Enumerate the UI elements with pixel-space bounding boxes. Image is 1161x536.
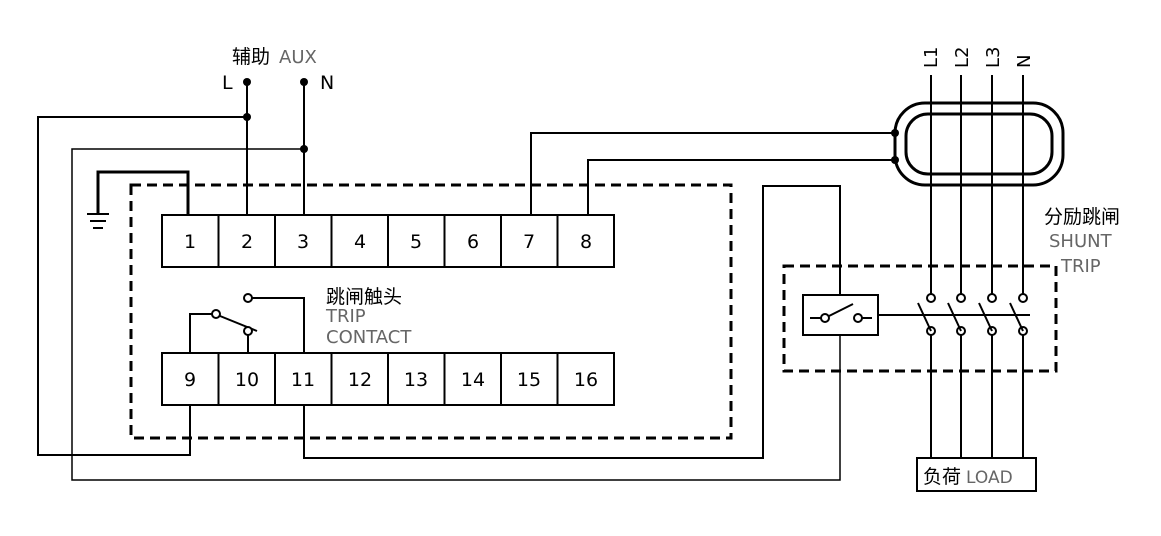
terminal-1: 1 xyxy=(184,231,196,253)
shunt-trip-coil xyxy=(802,294,879,336)
load-box xyxy=(916,457,1037,492)
wire-11-to-shunt xyxy=(303,185,841,459)
trip-contact-label-cn: 跳闸触头 xyxy=(326,286,402,308)
terminal-12: 12 xyxy=(348,369,372,391)
terminal-2: 2 xyxy=(241,231,253,253)
trip-contact-switch-icon xyxy=(189,293,305,353)
shunt-trip-label-en1: SHUNT xyxy=(1049,231,1113,252)
current-transformer-outer xyxy=(893,101,1065,187)
aux-label-en: AUX xyxy=(279,47,317,68)
terminal-3: 3 xyxy=(297,231,309,253)
shunt-trip-label-cn: 分励跳闸 xyxy=(1044,206,1120,228)
trip-contact-label-en1: TRIP xyxy=(325,306,366,327)
terminal-7: 7 xyxy=(523,231,535,253)
wire-8-to-ct xyxy=(587,159,895,215)
terminal-6: 6 xyxy=(467,231,479,253)
terminal-4: 4 xyxy=(354,231,366,253)
load-label-cn: 负荷 xyxy=(923,466,961,488)
terminal-8: 8 xyxy=(580,231,592,253)
aux-n-label: N xyxy=(320,72,334,94)
aux-l-label: L xyxy=(222,72,233,94)
terminal-10: 10 xyxy=(235,369,259,391)
terminal-16: 16 xyxy=(574,369,598,391)
terminal-block-bottom: 9 10 11 12 13 14 15 16 xyxy=(161,352,615,406)
phase-label-l2: L2 xyxy=(952,47,973,68)
terminal-11: 11 xyxy=(291,369,315,391)
phase-label-n: N xyxy=(1014,55,1035,68)
wire-n-to-shunt xyxy=(71,148,841,481)
breaker-enclosure xyxy=(782,264,1058,373)
wire-7-to-ct xyxy=(530,132,895,215)
terminal-14: 14 xyxy=(461,369,485,391)
breaker-contacts-icon xyxy=(917,293,1028,336)
terminal-15: 15 xyxy=(517,369,541,391)
shunt-trip-switch-icon xyxy=(810,303,872,323)
wire-ground xyxy=(96,170,190,215)
shunt-trip-label-en2: TRIP xyxy=(1060,256,1101,277)
terminal-9: 9 xyxy=(184,369,196,391)
trip-contact-label-en2: CONTACT xyxy=(326,327,412,348)
phase-label-l3: L3 xyxy=(983,47,1004,68)
phase-conductors xyxy=(930,75,1024,458)
current-transformer-inner xyxy=(904,112,1054,176)
terminal-5: 5 xyxy=(410,231,422,253)
aux-label-cn: 辅助 xyxy=(232,46,270,68)
load-label-en: LOAD xyxy=(966,468,1013,488)
relay-enclosure xyxy=(129,183,733,440)
terminal-block-top: 1 2 3 4 5 6 7 8 xyxy=(161,214,615,268)
phase-label-l1: L1 xyxy=(921,47,942,68)
terminal-13: 13 xyxy=(404,369,428,391)
